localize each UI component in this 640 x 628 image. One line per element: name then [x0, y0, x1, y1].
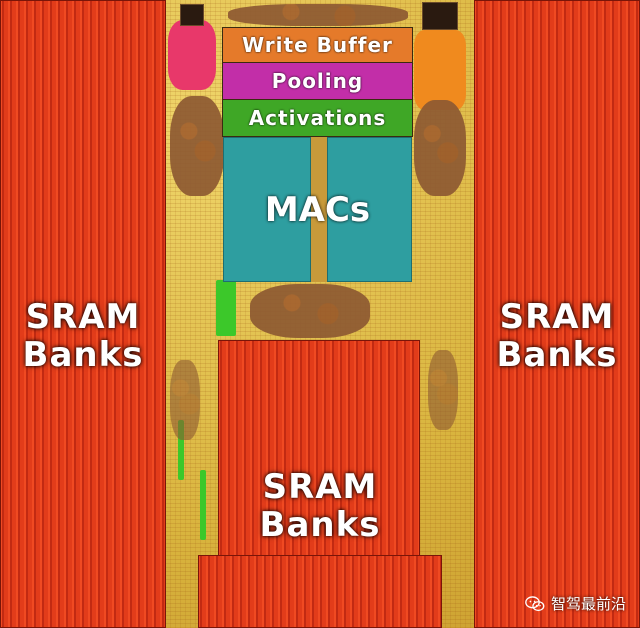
cluster-top-center: [228, 4, 408, 26]
green-strip-2: [178, 420, 184, 480]
macs-label: MACs: [264, 190, 371, 230]
pooling-block: Pooling: [223, 63, 412, 99]
green-strip-1: [216, 280, 236, 336]
watermark: 智驾最前沿: [525, 593, 626, 614]
sram-banks-label-left: SRAM Banks: [22, 297, 144, 375]
hotspot-orange: [414, 30, 466, 110]
mac-array-right: [327, 137, 412, 282]
sram-bank-center-base: [198, 555, 442, 628]
write-buffer-block: Write Buffer: [223, 28, 412, 62]
sram-bank-left: [0, 0, 166, 628]
cluster-left-top: [170, 96, 224, 196]
cluster-right-top: [414, 100, 466, 196]
mac-array-left: [223, 137, 311, 282]
cluster-middle: [250, 284, 370, 338]
wechat-icon: [525, 595, 545, 611]
cluster-left-mid: [170, 360, 200, 440]
mac-divider: [311, 137, 327, 282]
cluster-right-mid: [428, 350, 458, 430]
hotspot-pink: [168, 20, 216, 90]
sram-banks-label-right: SRAM Banks: [496, 297, 618, 375]
io-pad-left: [180, 4, 204, 26]
green-strip-3: [200, 470, 206, 540]
sram-bank-right: [474, 0, 640, 628]
io-pad-right: [422, 2, 458, 30]
sram-banks-label-center: SRAM Banks: [259, 467, 381, 545]
activations-block: Activations: [223, 100, 412, 136]
watermark-text: 智驾最前沿: [550, 595, 626, 613]
